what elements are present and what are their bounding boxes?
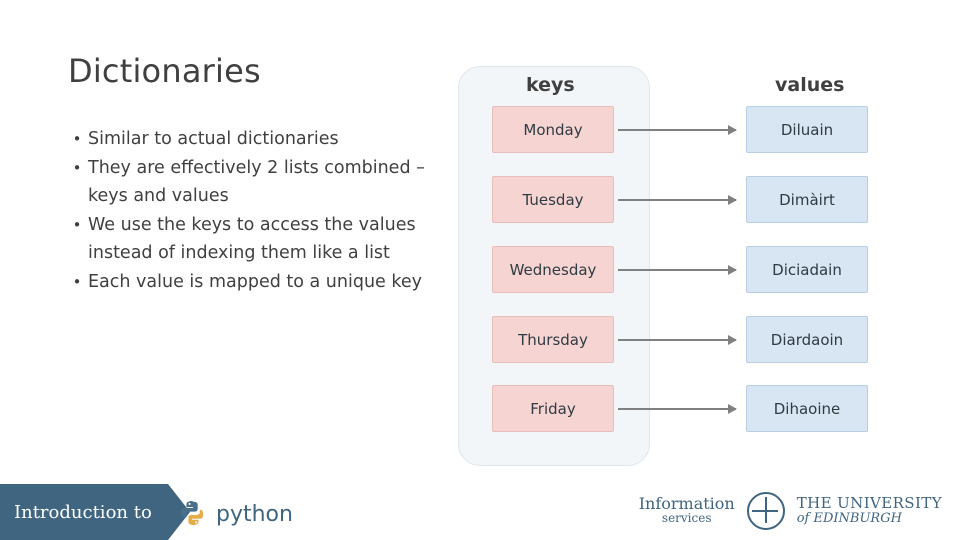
- value-box: Dihaoine: [746, 385, 868, 432]
- python-wordmark: python: [216, 501, 293, 527]
- university-crest-icon: [746, 492, 785, 530]
- mapping-arrow-icon: [618, 335, 737, 345]
- mapping-arrow-icon: [618, 195, 737, 205]
- university-line2: of EDINBURGH: [796, 511, 902, 526]
- footer-white-area: [168, 484, 960, 540]
- page-title: Dictionaries: [68, 52, 261, 90]
- bullet-text: Similar to actual dictionaries: [88, 129, 339, 149]
- footer-blue-block: [0, 484, 168, 540]
- footer-intro-label: Introduction to: [14, 501, 152, 523]
- list-item: • We use the keys to access the values i…: [66, 211, 436, 268]
- mapping-arrow-icon: [618, 265, 737, 275]
- bullet-marker-icon: •: [72, 272, 82, 291]
- list-item: • They are effectively 2 lists combined …: [66, 154, 436, 211]
- bullet-list: • Similar to actual dictionaries • They …: [66, 125, 436, 296]
- bullet-marker-icon: •: [72, 215, 82, 234]
- value-box: Diardaoin: [746, 316, 868, 363]
- keys-column-header: keys: [526, 74, 575, 96]
- python-logo: python: [178, 499, 293, 529]
- mapping-arrow-icon: [618, 404, 737, 414]
- bullet-text: We use the keys to access the values ins…: [88, 214, 416, 264]
- key-box: Friday: [492, 385, 614, 432]
- banner-arrow-tip-icon: [168, 484, 190, 540]
- key-box: Tuesday: [492, 176, 614, 223]
- dictionary-diagram: keys values Monday Diluain Tuesday Dimài…: [455, 58, 925, 468]
- information-services-label: Information services: [639, 496, 735, 526]
- values-column-header: values: [775, 74, 845, 96]
- value-box: Diluain: [746, 106, 868, 153]
- value-box: Diciadain: [746, 246, 868, 293]
- list-item: • Each value is mapped to a unique key: [66, 268, 436, 297]
- mapping-arrow-icon: [618, 125, 737, 135]
- info-services-line2: services: [661, 511, 712, 525]
- bullet-text: Each value is mapped to a unique key: [88, 271, 423, 292]
- info-services-line1: Information: [638, 494, 735, 513]
- key-box: Monday: [492, 106, 614, 153]
- bullet-text: They are effectively 2 lists combined – …: [88, 157, 425, 207]
- university-line1: THE UNIVERSITY: [796, 494, 942, 512]
- footer-banner-text-wrap: Introduction to: [0, 484, 152, 540]
- university-logo: Information services THE UNIVERSITY of E…: [639, 491, 942, 531]
- key-box: Thursday: [492, 316, 614, 363]
- bullet-marker-icon: •: [72, 158, 82, 177]
- python-mark-icon: [178, 499, 208, 529]
- list-item: • Similar to actual dictionaries: [66, 125, 436, 154]
- key-box: Wednesday: [492, 246, 614, 293]
- university-name: THE UNIVERSITY of EDINBURGH: [797, 495, 942, 527]
- value-box: Dimàirt: [746, 176, 868, 223]
- bullet-marker-icon: •: [72, 130, 82, 148]
